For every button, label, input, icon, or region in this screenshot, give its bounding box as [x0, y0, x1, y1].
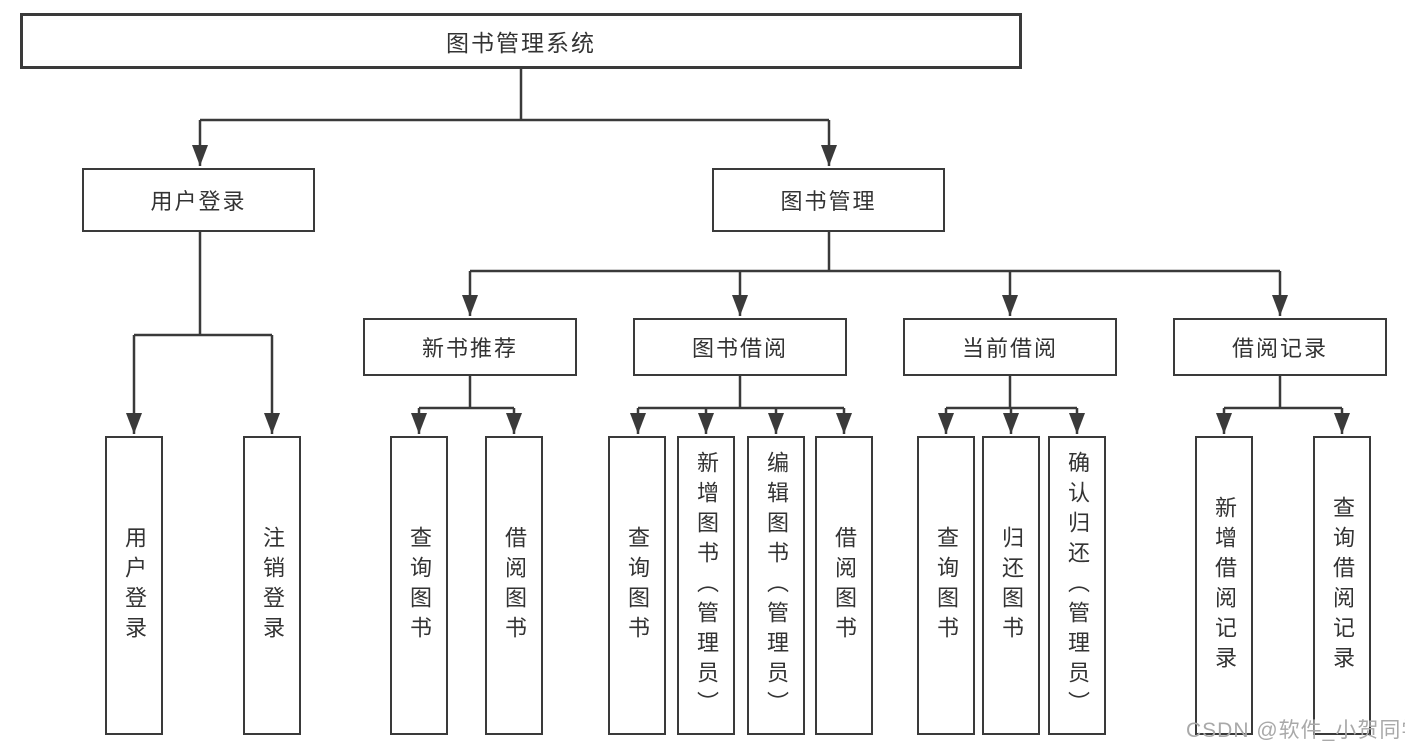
node-label: 当前借阅	[961, 336, 1058, 361]
node-label: 归还图书	[999, 525, 1024, 646]
node-book-borrowing: 图书借阅	[633, 318, 847, 376]
node-label: 用户登录	[150, 189, 247, 214]
node-label: 新书推荐	[421, 336, 518, 361]
node-label: 查询图书	[625, 525, 650, 646]
connector-arrows	[126, 120, 1350, 434]
node-label: 新增图书（管理员）	[694, 450, 719, 721]
leaf-return-books: 归还图书	[982, 436, 1040, 735]
node-label: 用户登录	[122, 525, 147, 646]
node-label: 确认归还（管理员）	[1065, 450, 1090, 721]
node-label: 借阅图书	[502, 525, 527, 646]
leaf-borrow-books-borrowing: 借阅图书	[815, 436, 873, 735]
node-label: 注销登录	[260, 525, 285, 646]
node-new-book-recommendation: 新书推荐	[363, 318, 577, 376]
node-label: 借阅记录	[1231, 336, 1328, 361]
node-label: 查询图书	[407, 525, 432, 646]
leaf-edit-book-admin: 编辑图书（管理员）	[747, 436, 805, 735]
leaf-user-login: 用户登录	[105, 436, 163, 735]
leaf-query-books-current: 查询图书	[917, 436, 975, 735]
leaf-query-books-borrowing: 查询图书	[608, 436, 666, 735]
leaf-query-books-recommend: 查询图书	[390, 436, 448, 735]
node-current-borrowing: 当前借阅	[903, 318, 1117, 376]
node-label: 编辑图书（管理员）	[764, 450, 789, 721]
leaf-confirm-return-admin: 确认归还（管理员）	[1048, 436, 1106, 735]
node-label: 查询借阅记录	[1330, 495, 1355, 676]
node-label: 图书借阅	[691, 336, 788, 361]
node-book-management-branch: 图书管理	[712, 168, 945, 232]
leaf-add-borrow-record: 新增借阅记录	[1195, 436, 1253, 735]
node-label: 借阅图书	[832, 525, 857, 646]
node-label: 图书管理	[780, 189, 877, 214]
node-label: 图书管理系统	[446, 30, 596, 56]
watermark: CSDN @软件_小贺同学	[1186, 719, 1405, 742]
node-label: 查询图书	[934, 525, 959, 646]
node-borrowing-records: 借阅记录	[1173, 318, 1387, 376]
leaf-borrow-books-recommend: 借阅图书	[485, 436, 543, 735]
connector-skeleton	[134, 69, 1342, 410]
leaf-add-book-admin: 新增图书（管理员）	[677, 436, 735, 735]
node-library-management-system: 图书管理系统	[20, 13, 1022, 69]
leaf-query-borrow-record: 查询借阅记录	[1313, 436, 1371, 735]
node-user-login-branch: 用户登录	[82, 168, 315, 232]
node-label: 新增借阅记录	[1212, 495, 1237, 676]
leaf-logout: 注销登录	[243, 436, 301, 735]
